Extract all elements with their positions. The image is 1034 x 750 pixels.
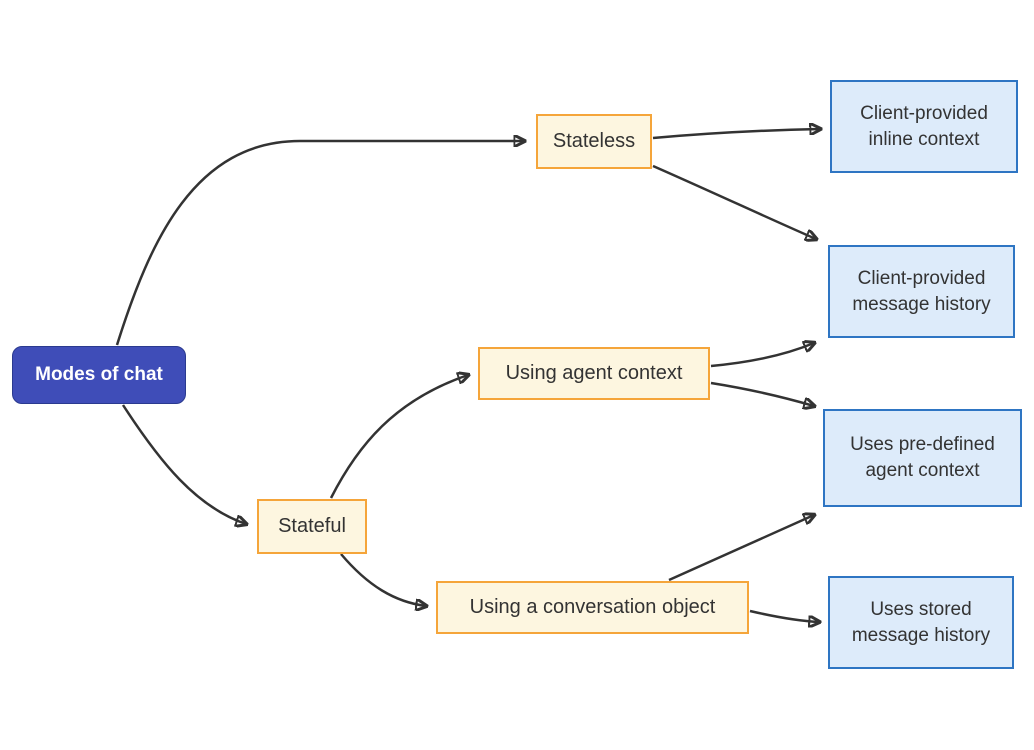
edge-root-stateful bbox=[121, 404, 246, 524]
node-using-a-conversation-object-label: Using a conversation object bbox=[469, 596, 716, 618]
node-using-agent-context-label: Using agent context bbox=[505, 362, 683, 384]
node-using-agent-context[interactable]: Using agent context bbox=[478, 347, 710, 400]
edge-conversation-stored bbox=[749, 609, 819, 622]
node-uses-pre-defined-agent-context[interactable]: Uses pre-defined agent context bbox=[823, 409, 1022, 507]
node-modes-of-chat-label: Modes of chat bbox=[35, 364, 163, 386]
edge-stateful-agent-context bbox=[329, 375, 468, 499]
node-stateful[interactable]: Stateful bbox=[257, 499, 367, 554]
node-modes-of-chat[interactable]: Modes of chat bbox=[12, 346, 186, 404]
edge-agent-context-predefined bbox=[710, 381, 814, 406]
node-uses-pre-defined-agent-context-label: Uses pre-defined agent context bbox=[850, 434, 995, 481]
edge-stateful-conversation-object bbox=[340, 553, 426, 606]
node-stateless[interactable]: Stateless bbox=[536, 114, 652, 169]
node-stateless-label: Stateless bbox=[552, 130, 636, 152]
edge-agent-context-message-history bbox=[710, 343, 814, 368]
node-uses-stored-message-history-label: Uses stored message history bbox=[851, 598, 991, 646]
edge-stateless-message-history bbox=[652, 164, 816, 239]
node-client-provided-inline-context[interactable]: Client-provided inline context bbox=[830, 80, 1018, 173]
edge-stateless-inline-context bbox=[652, 129, 820, 140]
node-client-provided-inline-context-label: Client-provided inline context bbox=[860, 102, 988, 150]
node-uses-stored-message-history[interactable]: Uses stored message history bbox=[828, 576, 1014, 669]
node-using-a-conversation-object[interactable]: Using a conversation object bbox=[436, 581, 749, 634]
node-stateful-label: Stateful bbox=[278, 515, 346, 537]
node-client-provided-message-history[interactable]: Client-provided message history bbox=[828, 245, 1015, 338]
edge-root-stateless bbox=[115, 141, 524, 346]
node-client-provided-message-history-label: Client-provided message history bbox=[852, 267, 991, 315]
edge-conversation-predefined bbox=[668, 515, 814, 582]
